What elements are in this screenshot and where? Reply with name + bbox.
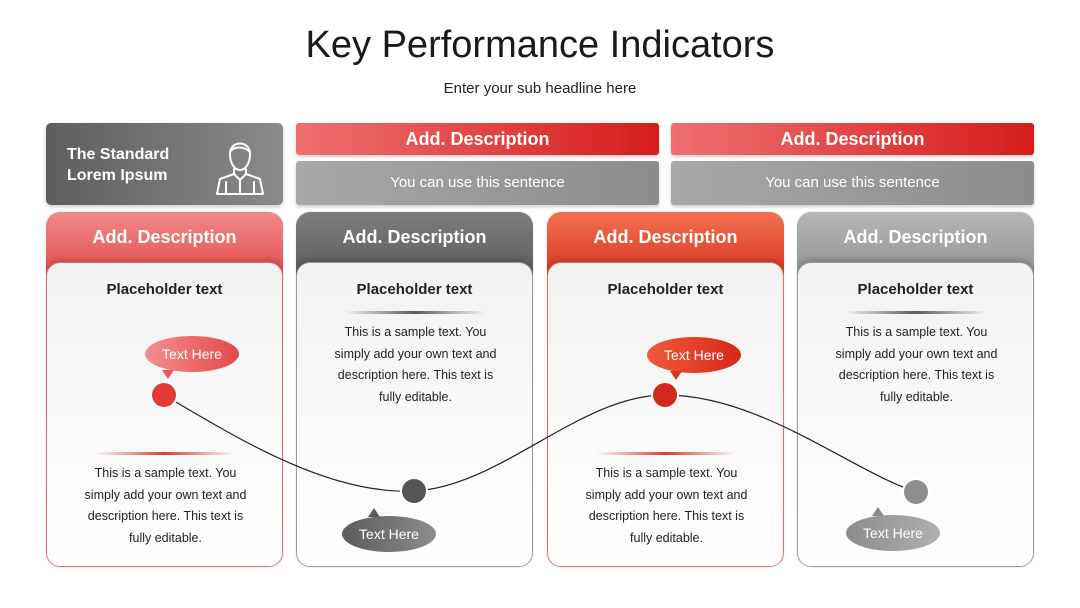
bubble-3-tail [670, 371, 682, 380]
point-4-dot [902, 478, 930, 506]
kpi-card-3-text: This is a sample text. You simply add yo… [585, 466, 748, 545]
kpi-card-4: Add. Description Placeholder text This i… [797, 212, 1034, 567]
kpi-card-3-divider [595, 452, 736, 455]
kpi-card-2-placeholder: Placeholder text [356, 281, 473, 298]
bubble-4: Text Here [846, 515, 940, 551]
kpi-card-4-text: This is a sample text. You simply add yo… [835, 325, 998, 404]
kpi-card-4-body: Placeholder text This is a sample text. … [797, 262, 1034, 567]
kpi-card-3-placeholder: Placeholder text [607, 281, 724, 298]
kpi-card-1-divider [94, 452, 235, 455]
kpi-card-1-placeholder: Placeholder text [106, 281, 223, 298]
kpi-card-1-text: This is a sample text. You simply add yo… [84, 466, 247, 545]
person-icon [216, 142, 264, 195]
point-3-dot [651, 381, 679, 409]
bubble-1: Text Here [145, 336, 239, 372]
bubble-1-tail [162, 370, 174, 379]
top-header-2-sentence: You can use this sentence [671, 161, 1034, 205]
standard-box: The Standard Lorem Ipsum [46, 123, 283, 205]
standard-line-2: Lorem Ipsum [67, 167, 168, 184]
top-header-1-sentence: You can use this sentence [296, 161, 659, 205]
bubble-3: Text Here [647, 337, 741, 373]
standard-line-1: The Standard [67, 146, 170, 163]
kpi-card-1-body: Placeholder text This is a sample text. … [46, 262, 283, 567]
kpi-card-4-placeholder: Placeholder text [857, 281, 974, 298]
page-title: Key Performance Indicators [305, 24, 775, 66]
standard-box-text: The Standard Lorem Ipsum [67, 144, 187, 186]
kpi-card-2-body: Placeholder text This is a sample text. … [296, 262, 533, 567]
kpi-card-2: Add. Description Placeholder text This i… [296, 212, 533, 567]
bubble-4-tail [872, 507, 884, 516]
page-subtitle: Enter your sub headline here [443, 80, 637, 97]
kpi-card-1: Add. Description Placeholder text This i… [46, 212, 283, 567]
top-header-1-title: Add. Description [296, 123, 659, 155]
kpi-card-2-divider [344, 311, 485, 314]
bubble-2-tail [368, 508, 380, 517]
bubble-2: Text Here [342, 516, 436, 552]
kpi-card-4-divider [845, 311, 986, 314]
kpi-card-2-text: This is a sample text. You simply add yo… [334, 325, 497, 404]
point-1-dot [150, 381, 178, 409]
kpi-card-3: Add. Description Placeholder text This i… [547, 212, 784, 567]
kpi-card-3-body: Placeholder text This is a sample text. … [547, 262, 784, 567]
point-2-dot [400, 477, 428, 505]
top-header-2-title: Add. Description [671, 123, 1034, 155]
